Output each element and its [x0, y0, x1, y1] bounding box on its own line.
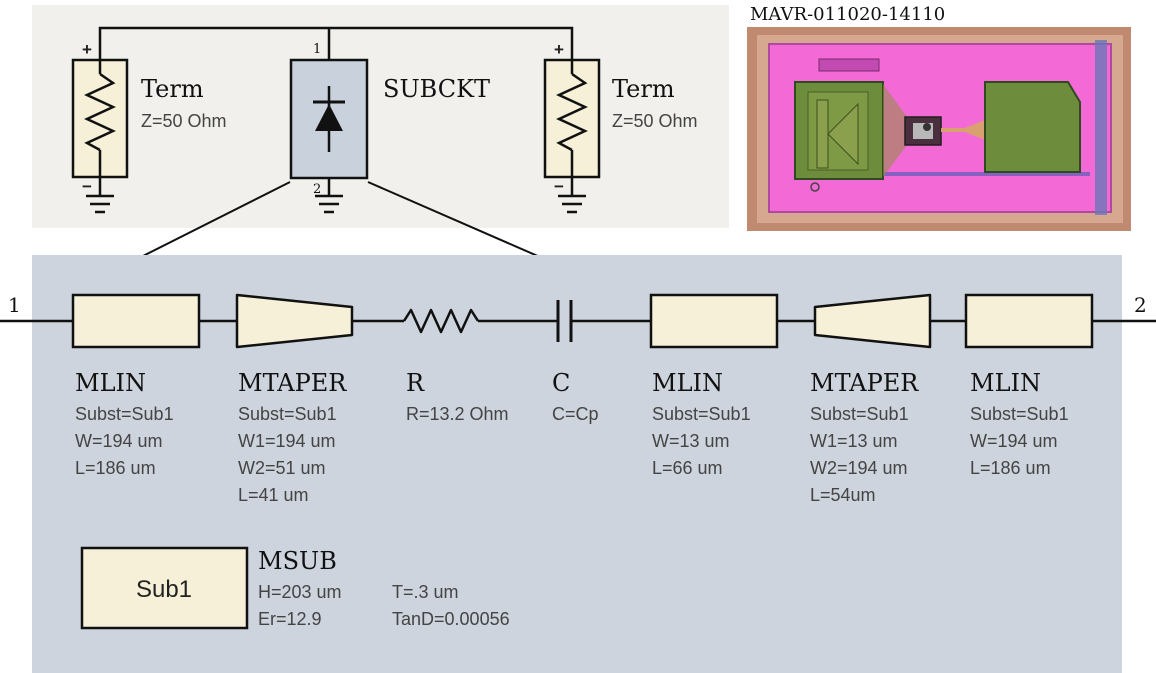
comp-param: L=186 um: [75, 458, 156, 478]
comp-param: Subst=Sub1: [238, 404, 337, 424]
comp-param: W=13 um: [652, 431, 730, 451]
ground-icon: [86, 194, 114, 214]
diode-icon: [313, 86, 345, 152]
mtaper-symbol: [235, 293, 354, 349]
chain-comp-mtaper-2[interactable]: MTAPER Subst=Sub1 W1=13 um W2=194 um L=5…: [810, 293, 932, 505]
top-bus-wire: [98, 26, 574, 67]
comp-param: C=Cp: [552, 404, 599, 424]
mtaper-symbol: [813, 293, 932, 349]
layout-pad-right: [984, 81, 1081, 173]
msub-block[interactable]: Sub1 MSUB H=203 um Er=12.9 T=.3 um TanD=…: [80, 546, 510, 630]
comp-param: W2=194 um: [810, 458, 908, 478]
comp-param: Subst=Sub1: [970, 404, 1069, 424]
term-right-plus: +: [554, 40, 564, 59]
subckt-pin2-label: 2: [313, 182, 321, 197]
comp-param: L=41 um: [238, 485, 309, 505]
comp-param: Subst=Sub1: [810, 404, 909, 424]
comp-param: W1=194 um: [238, 431, 336, 451]
subckt[interactable]: 1 2 SUBCKT: [289, 42, 490, 214]
msub-box: [80, 546, 249, 630]
term-right-param: Z=50 Ohm: [612, 111, 698, 131]
comp-param: L=66 um: [652, 458, 723, 478]
msub-param: T=.3 um: [392, 582, 459, 602]
msub-box-label: Sub1: [136, 576, 192, 603]
comp-param: Subst=Sub1: [652, 404, 751, 424]
resistor-icon: [556, 72, 588, 152]
resistor-icon: [402, 308, 480, 334]
resistor-icon: [84, 72, 116, 152]
comp-param: R=13.2 Ohm: [406, 404, 509, 424]
comp-name: R: [406, 369, 425, 397]
subckt-name: SUBCKT: [383, 75, 490, 103]
term-left-param: Z=50 Ohm: [141, 111, 227, 131]
layout-title: MAVR-011020-14110: [750, 4, 945, 25]
comp-param: W1=13 um: [810, 431, 898, 451]
ground-icon: [315, 194, 343, 214]
msub-param: TanD=0.00056: [392, 609, 510, 629]
port-right-label: 2: [1134, 293, 1147, 317]
comp-name: MLIN: [75, 369, 146, 397]
term-left-plus: +: [82, 40, 92, 59]
term-right[interactable]: + − Term Z=50 Ohm: [543, 40, 698, 214]
comp-param: L=186 um: [970, 458, 1051, 478]
term-left-name: Term: [141, 75, 204, 103]
msub-name: MSUB: [258, 547, 337, 575]
mlin-symbol: [649, 293, 779, 349]
term-left-minus: −: [82, 177, 92, 196]
comp-param: Subst=Sub1: [75, 404, 174, 424]
comp-name: C: [552, 369, 570, 397]
chain-comp-r[interactable]: R R=13.2 Ohm: [402, 308, 509, 424]
ground-icon: [558, 194, 586, 214]
comp-param: W=194 um: [970, 431, 1058, 451]
zoom-line-left: [140, 181, 291, 258]
comp-name: MTAPER: [810, 369, 919, 397]
chain-comp-mlin-1[interactable]: MLIN Subst=Sub1 W=194 um L=186 um: [71, 293, 201, 478]
chain-comp-mlin-2[interactable]: MLIN Subst=Sub1 W=13 um L=66 um: [649, 293, 779, 478]
mlin-symbol: [964, 293, 1094, 349]
comp-param: L=54um: [810, 485, 876, 505]
port-left-label: 1: [8, 293, 21, 317]
chain-comp-mlin-3[interactable]: MLIN Subst=Sub1 W=194 um L=186 um: [964, 293, 1094, 478]
zoom-line-right: [367, 181, 541, 258]
chain-comp-c[interactable]: C C=Cp: [552, 300, 599, 424]
msub-param: H=203 um: [258, 582, 342, 602]
comp-name: MTAPER: [238, 369, 347, 397]
term-left[interactable]: + − Term Z=50 Ohm: [71, 40, 227, 214]
comp-param: W=194 um: [75, 431, 163, 451]
chain-comp-mtaper-1[interactable]: MTAPER Subst=Sub1 W1=194 um W2=51 um L=4…: [235, 293, 354, 505]
comp-name: MLIN: [652, 369, 723, 397]
mlin-symbol: [71, 293, 201, 349]
msub-param: Er=12.9: [258, 609, 322, 629]
term-right-minus: −: [554, 177, 564, 196]
chip-layout: MAVR-011020-14110: [747, 4, 1131, 231]
term-right-name: Term: [612, 75, 675, 103]
comp-param: W2=51 um: [238, 458, 326, 478]
subckt-pin1-label: 1: [313, 42, 321, 57]
top-panel: [32, 5, 729, 228]
comp-name: MLIN: [970, 369, 1041, 397]
